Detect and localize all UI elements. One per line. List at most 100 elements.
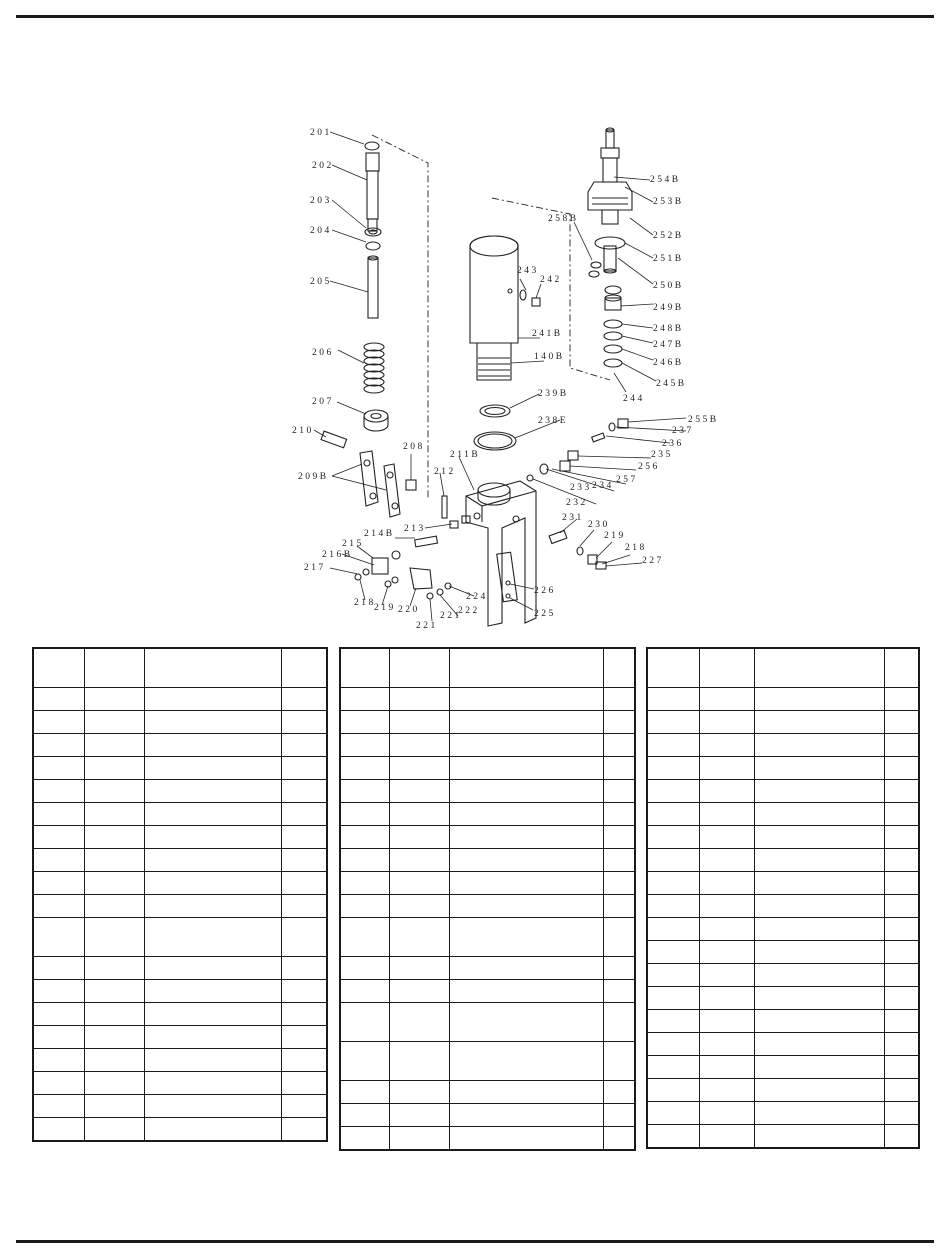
- table-row: [339, 848, 636, 872]
- label-256: 256: [638, 462, 660, 472]
- table-cell: [602, 733, 636, 757]
- table-cell: [83, 1071, 145, 1095]
- table-cell: [339, 917, 390, 957]
- table-cell: [698, 940, 755, 964]
- parts-table-3: [646, 647, 920, 1149]
- table-row: [32, 894, 328, 918]
- label-230: 230: [588, 520, 610, 530]
- table-cell: [883, 756, 920, 780]
- table-cell: [883, 687, 920, 711]
- table-cell: [339, 1002, 390, 1042]
- table-row: [339, 756, 636, 780]
- table-cell: [646, 802, 700, 826]
- table-cell: [753, 802, 885, 826]
- table-cell: [143, 1071, 282, 1095]
- table-cell: [339, 871, 390, 895]
- table-cell: [883, 1055, 920, 1079]
- parts-table-2: [339, 647, 636, 1151]
- table-cell: [883, 1101, 920, 1125]
- table-cell: [388, 848, 450, 872]
- table-cell: [602, 779, 636, 803]
- label-251: 251B: [653, 254, 684, 264]
- table-cell: [339, 647, 390, 688]
- table-cell: [32, 956, 85, 980]
- table-cell: [448, 848, 604, 872]
- table-cell: [602, 687, 636, 711]
- table-row: [646, 1032, 920, 1056]
- table-cell: [280, 1094, 328, 1118]
- table-row: [32, 1071, 328, 1095]
- table-cell: [646, 1124, 700, 1149]
- label-201: 201: [310, 128, 332, 138]
- table-cell: [646, 894, 700, 918]
- table-cell: [339, 1080, 390, 1104]
- table-row: [339, 779, 636, 803]
- table-cell: [602, 1103, 636, 1127]
- table-cell: [83, 733, 145, 757]
- table-cell: [448, 779, 604, 803]
- table-cell: [280, 733, 328, 757]
- table-cell: [280, 756, 328, 780]
- table-row: [32, 1117, 328, 1142]
- table-cell: [32, 710, 85, 734]
- label-206: 206: [312, 348, 334, 358]
- table-cell: [602, 1002, 636, 1042]
- table-row: [646, 687, 920, 711]
- label-202: 202: [312, 161, 334, 171]
- label-246: 246B: [653, 358, 684, 368]
- table-cell: [83, 1094, 145, 1118]
- table-cell: [143, 802, 282, 826]
- label-221a: 221: [416, 621, 438, 631]
- table-cell: [602, 956, 636, 980]
- table-cell: [698, 733, 755, 757]
- table-cell: [753, 1101, 885, 1125]
- table-row: [32, 1025, 328, 1049]
- table-row: [339, 956, 636, 980]
- table-cell: [753, 917, 885, 941]
- table-cell: [698, 848, 755, 872]
- part-labels: 201 202 203 204 205 206 207 210 209B 208…: [292, 128, 716, 631]
- table-header-row: [646, 647, 920, 688]
- label-238: 238E: [538, 416, 568, 426]
- table-row: [339, 825, 636, 849]
- table-cell: [602, 1126, 636, 1151]
- table-cell: [646, 1055, 700, 1079]
- table-cell: [448, 710, 604, 734]
- label-216: 216B: [322, 550, 353, 560]
- table-cell: [83, 779, 145, 803]
- table-cell: [280, 825, 328, 849]
- table-cell: [388, 917, 450, 957]
- label-234: 234: [592, 481, 614, 491]
- table-row: [646, 756, 920, 780]
- label-219b: 219: [604, 531, 626, 541]
- label-225: 225: [534, 609, 556, 619]
- part-206-spring: [363, 342, 385, 394]
- label-240: 140B: [534, 352, 565, 362]
- table-cell: [883, 986, 920, 1010]
- table-cell: [280, 1025, 328, 1049]
- table-cell: [646, 647, 700, 688]
- table-row: [32, 917, 328, 957]
- table-cell: [32, 1071, 85, 1095]
- label-222: 222: [458, 606, 480, 616]
- table-cell: [698, 825, 755, 849]
- table-cell: [388, 825, 450, 849]
- table-cell: [646, 963, 700, 987]
- label-241: 241B: [532, 329, 563, 339]
- table-row: [339, 917, 636, 957]
- table-row: [32, 871, 328, 895]
- label-224: 224: [466, 592, 488, 602]
- table-cell: [753, 733, 885, 757]
- table-cell: [448, 733, 604, 757]
- table-cell: [698, 779, 755, 803]
- table-cell: [883, 894, 920, 918]
- table-cell: [753, 986, 885, 1010]
- table-cell: [698, 710, 755, 734]
- table-row: [339, 1041, 636, 1081]
- table-cell: [698, 802, 755, 826]
- table-cell: [883, 940, 920, 964]
- table-cell: [339, 802, 390, 826]
- table-cell: [143, 848, 282, 872]
- table-cell: [83, 1048, 145, 1072]
- table-cell: [883, 779, 920, 803]
